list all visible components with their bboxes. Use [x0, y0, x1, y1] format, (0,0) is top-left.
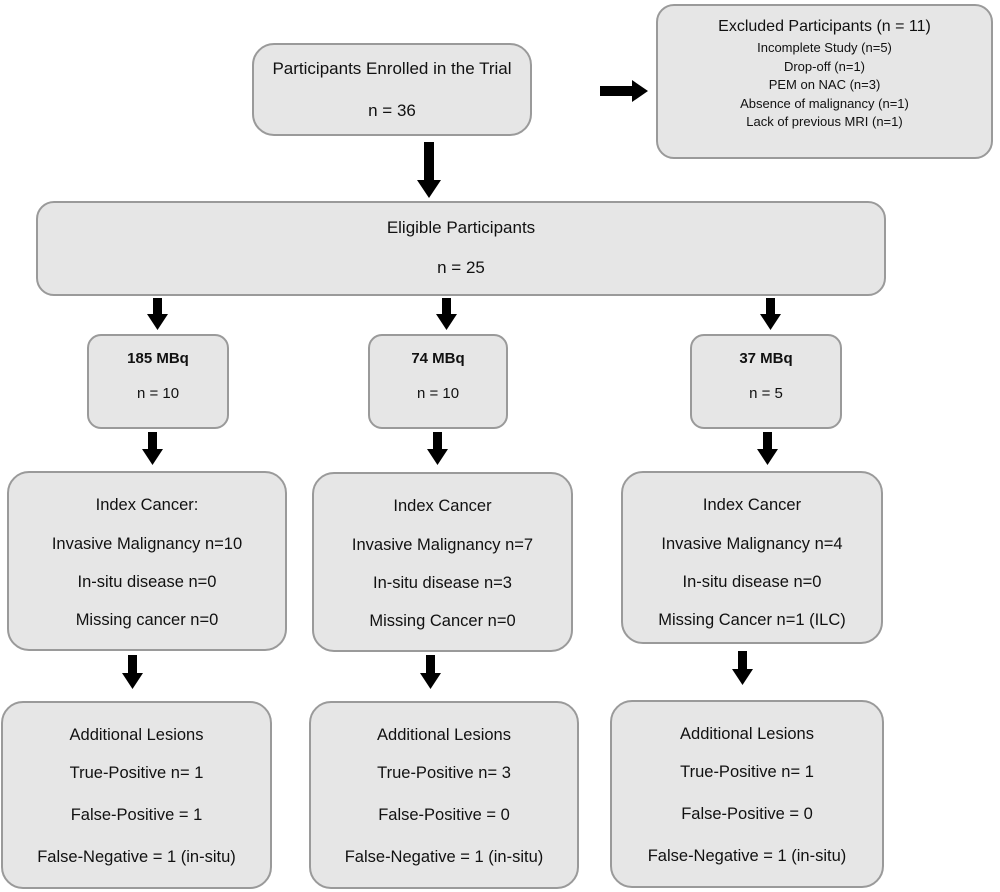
- dose-label: 74 MBq: [411, 350, 465, 367]
- lesions-true-positive: True-Positive n= 1: [680, 763, 814, 781]
- arrow-to-excluded: [600, 80, 648, 102]
- enrolled-title: Participants Enrolled in the Trial: [272, 59, 512, 78]
- eligible-box: Eligible Participants n = 25: [36, 201, 886, 296]
- excluded-reason: Drop-off (n=1): [783, 58, 866, 74]
- index-invasive: Invasive Malignancy n=7: [351, 536, 534, 554]
- index-title: Index Cancer: [393, 497, 492, 515]
- lesions-title: Additional Lesions: [377, 726, 511, 744]
- dose-count: n = 10: [416, 385, 460, 402]
- dose-box-185: 185 MBq n = 10: [87, 334, 229, 429]
- dose-count: n = 5: [749, 385, 783, 402]
- enrolled-count: n = 36: [368, 101, 416, 120]
- arrow-to-lesions-37: [732, 651, 753, 685]
- index-insitu: In-situ disease n=0: [682, 573, 822, 591]
- lesions-false-negative: False-Negative = 1 (in-situ): [647, 847, 847, 865]
- index-invasive: Invasive Malignancy n=10: [51, 535, 243, 553]
- index-insitu: In-situ disease n=0: [77, 573, 217, 591]
- arrow-to-eligible: [417, 142, 441, 198]
- dose-box-74: 74 MBq n = 10: [368, 334, 508, 429]
- excluded-title: Excluded Participants (n = 11): [718, 18, 931, 35]
- arrow-to-dose-185: [147, 298, 168, 330]
- lesions-title: Additional Lesions: [69, 726, 204, 744]
- enrolled-box: Participants Enrolled in the Trial n = 3…: [252, 43, 532, 136]
- index-cancer-box-74: Index Cancer Invasive Malignancy n=7 In-…: [312, 472, 573, 652]
- lesions-box-74: Additional Lesions True-Positive n= 3 Fa…: [309, 701, 579, 889]
- arrow-to-index-74: [427, 432, 448, 465]
- lesions-false-positive: False-Positive = 0: [378, 806, 510, 824]
- dose-label: 185 MBq: [127, 350, 189, 367]
- excluded-box: Excluded Participants (n = 11) Incomplet…: [656, 4, 993, 159]
- index-invasive: Invasive Malignancy n=4: [661, 535, 843, 553]
- eligible-count: n = 25: [437, 258, 485, 277]
- dose-box-37: 37 MBq n = 5: [690, 334, 842, 429]
- excluded-reason: Absence of malignancy (n=1): [740, 95, 909, 111]
- dose-count: n = 10: [136, 385, 180, 402]
- excluded-reason: Lack of previous MRI (n=1): [746, 114, 903, 129]
- lesions-false-positive: False-Positive = 1: [70, 806, 203, 824]
- arrow-to-index-37: [757, 432, 778, 465]
- dose-label: 37 MBq: [739, 350, 793, 367]
- lesions-title: Additional Lesions: [680, 725, 814, 743]
- eligible-title: Eligible Participants: [386, 218, 536, 237]
- index-insitu: In-situ disease n=3: [373, 574, 512, 592]
- arrow-to-dose-37: [760, 298, 781, 330]
- excluded-reason: PEM on NAC (n=3): [768, 77, 881, 92]
- lesions-true-positive: True-Positive n= 1: [69, 764, 204, 782]
- index-missing: Missing Cancer n=0: [369, 612, 516, 630]
- index-cancer-box-185: Index Cancer: Invasive Malignancy n=10 I…: [7, 471, 287, 651]
- index-missing: Missing Cancer n=1 (ILC): [658, 611, 846, 629]
- index-title: Index Cancer: [702, 496, 802, 514]
- index-cancer-box-37: Index Cancer Invasive Malignancy n=4 In-…: [621, 471, 883, 644]
- excluded-reason: Incomplete Study (n=5): [757, 40, 892, 55]
- lesions-false-negative: False-Negative = 1 (in-situ): [37, 848, 236, 866]
- lesions-box-37: Additional Lesions True-Positive n= 1 Fa…: [610, 700, 884, 888]
- lesions-box-185: Additional Lesions True-Positive n= 1 Fa…: [1, 701, 272, 889]
- arrow-to-dose-74: [436, 298, 457, 330]
- arrow-to-lesions-185: [122, 655, 143, 689]
- index-title: Index Cancer:: [95, 496, 199, 514]
- lesions-true-positive: True-Positive n= 3: [377, 764, 511, 782]
- index-missing: Missing cancer n=0: [75, 611, 219, 629]
- lesions-false-negative: False-Negative = 1 (in-situ): [344, 848, 544, 866]
- arrow-to-index-185: [142, 432, 163, 465]
- arrow-to-lesions-74: [420, 655, 441, 689]
- lesions-false-positive: False-Positive = 0: [681, 805, 813, 823]
